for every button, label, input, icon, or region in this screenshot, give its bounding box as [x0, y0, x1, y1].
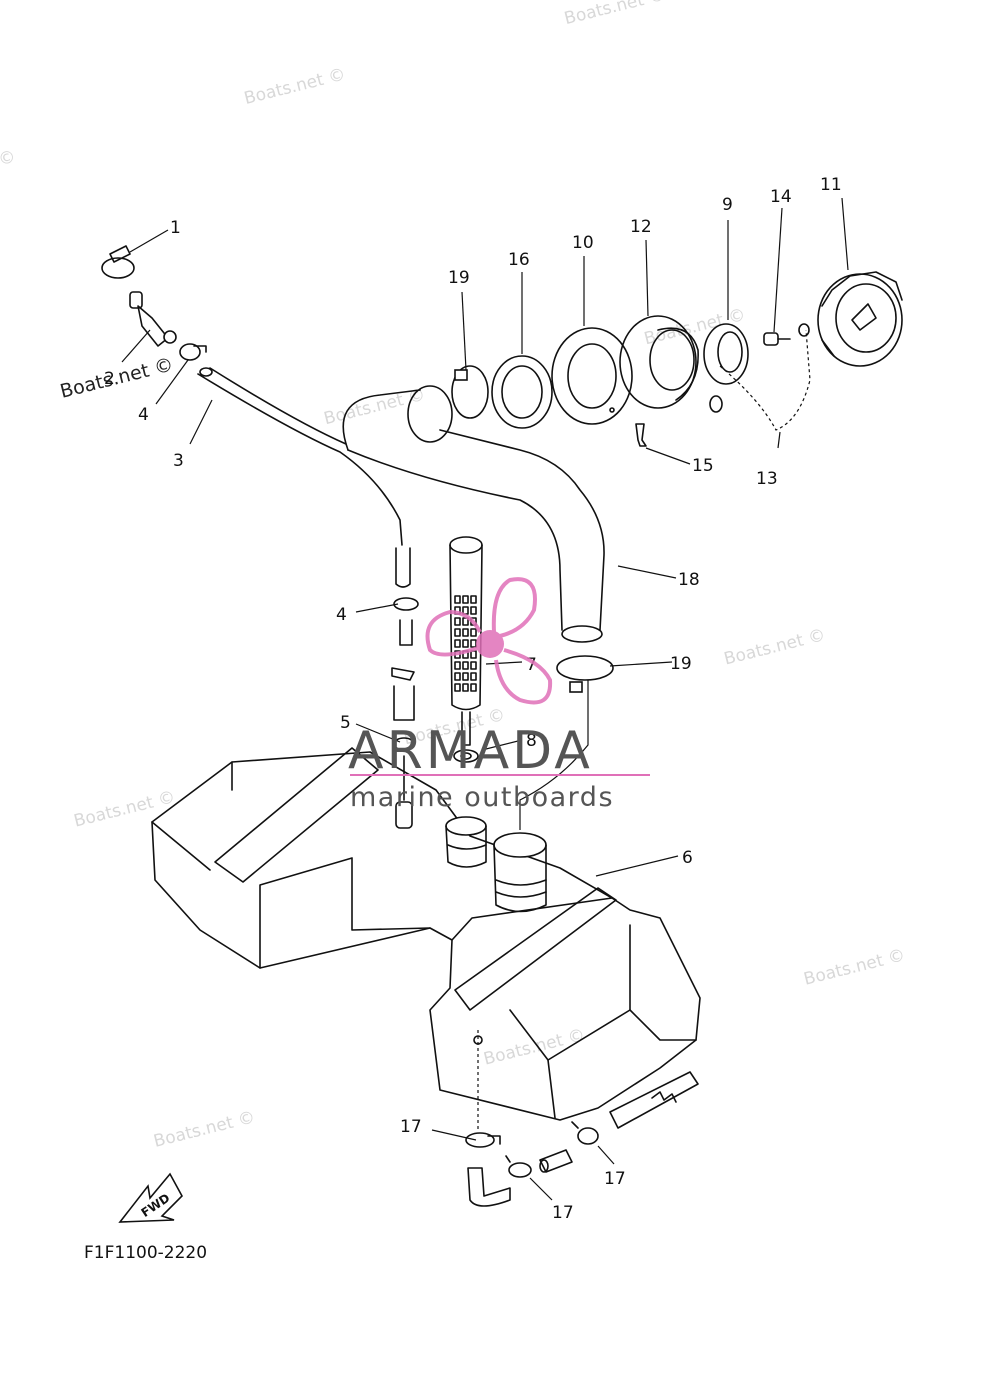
- watermark-text: Boats.net ©: [0, 147, 18, 191]
- callout-18: 18: [678, 570, 700, 590]
- drawing-code: F1F1100-2220: [84, 1243, 207, 1263]
- callout-15: 15: [692, 456, 714, 476]
- callout-11: 11: [820, 175, 842, 195]
- strainer-slot: [462, 683, 469, 692]
- callout-17: 17: [400, 1117, 422, 1137]
- strainer-slot: [454, 661, 461, 670]
- fuel-tank: [151, 747, 701, 1130]
- strainer-slot: [470, 672, 477, 681]
- strainer-slot: [470, 639, 477, 648]
- callout-9: 9: [722, 195, 733, 215]
- callout-14: 14: [770, 187, 792, 207]
- watermark-text: Boats.net ©: [72, 787, 177, 831]
- brand-tagline: marine outboards: [350, 782, 614, 813]
- callout-13: 13: [756, 469, 778, 489]
- watermark-text-dark: Boats.net ©: [58, 353, 176, 402]
- callout-8: 8: [526, 731, 537, 751]
- watermark-text: Boats.net ©: [242, 64, 347, 108]
- drain-fittings: [465, 1121, 599, 1207]
- strainer-slot: [462, 628, 469, 637]
- strainer-slot: [470, 661, 477, 670]
- watermark-text: Boats.net ©: [722, 625, 827, 669]
- strainer-slot: [454, 672, 461, 681]
- strainer-slot: [470, 650, 477, 659]
- fuel-pickup: [449, 536, 483, 763]
- strainer-slot: [454, 628, 461, 637]
- vent-hose-assembly: [101, 245, 419, 829]
- callout-4: 4: [138, 405, 149, 425]
- callout-17: 17: [552, 1203, 574, 1223]
- callout-19: 19: [448, 268, 470, 288]
- strainer-slot: [462, 595, 469, 604]
- callout-1: 1: [170, 218, 181, 238]
- strainer-slot: [462, 672, 469, 681]
- propeller-icon: [425, 577, 553, 705]
- callout-12: 12: [630, 217, 652, 237]
- strainer-slot: [454, 683, 461, 692]
- strainer-slot: [470, 595, 477, 604]
- leader-lines: [121, 197, 849, 1201]
- filler-assembly: [342, 271, 903, 830]
- callout-17: 17: [604, 1169, 626, 1189]
- strainer-slot: [462, 661, 469, 670]
- fwd-arrow-icon: FWD: [118, 1172, 183, 1223]
- callout-16: 16: [508, 250, 530, 270]
- callout-5: 5: [340, 713, 351, 733]
- callout-19: 19: [670, 654, 692, 674]
- watermark-layer: Boats.net © Boats.net © Boats.net © Boat…: [0, 0, 907, 1152]
- callout-6: 6: [682, 848, 693, 868]
- callout-2: 2: [104, 369, 115, 389]
- strainer-slot: [454, 639, 461, 648]
- brand-logo: ARMADA marine outboards: [348, 577, 650, 813]
- strainer-slot: [454, 595, 461, 604]
- callout-10: 10: [572, 233, 594, 253]
- strainer-slot: [462, 639, 469, 648]
- watermark-text: Boats.net ©: [152, 1107, 257, 1151]
- strainer-slot: [470, 606, 477, 615]
- callout-4: 4: [336, 605, 347, 625]
- callout-7: 7: [526, 655, 537, 675]
- callout-labels: 1 2 3 4 4 5 6 7 8 9 10 11 12 13 14 15 16…: [104, 175, 842, 1223]
- watermark-text: Boats.net ©: [802, 945, 907, 989]
- watermark-text: Boats.net ©: [482, 1025, 587, 1069]
- strainer-slot: [470, 683, 477, 692]
- callout-3: 3: [173, 451, 184, 471]
- strainer-slot: [454, 617, 461, 626]
- strainer-slot: [470, 628, 477, 637]
- watermark-text: Boats.net ©: [562, 0, 667, 29]
- brand-name: ARMADA: [348, 721, 593, 781]
